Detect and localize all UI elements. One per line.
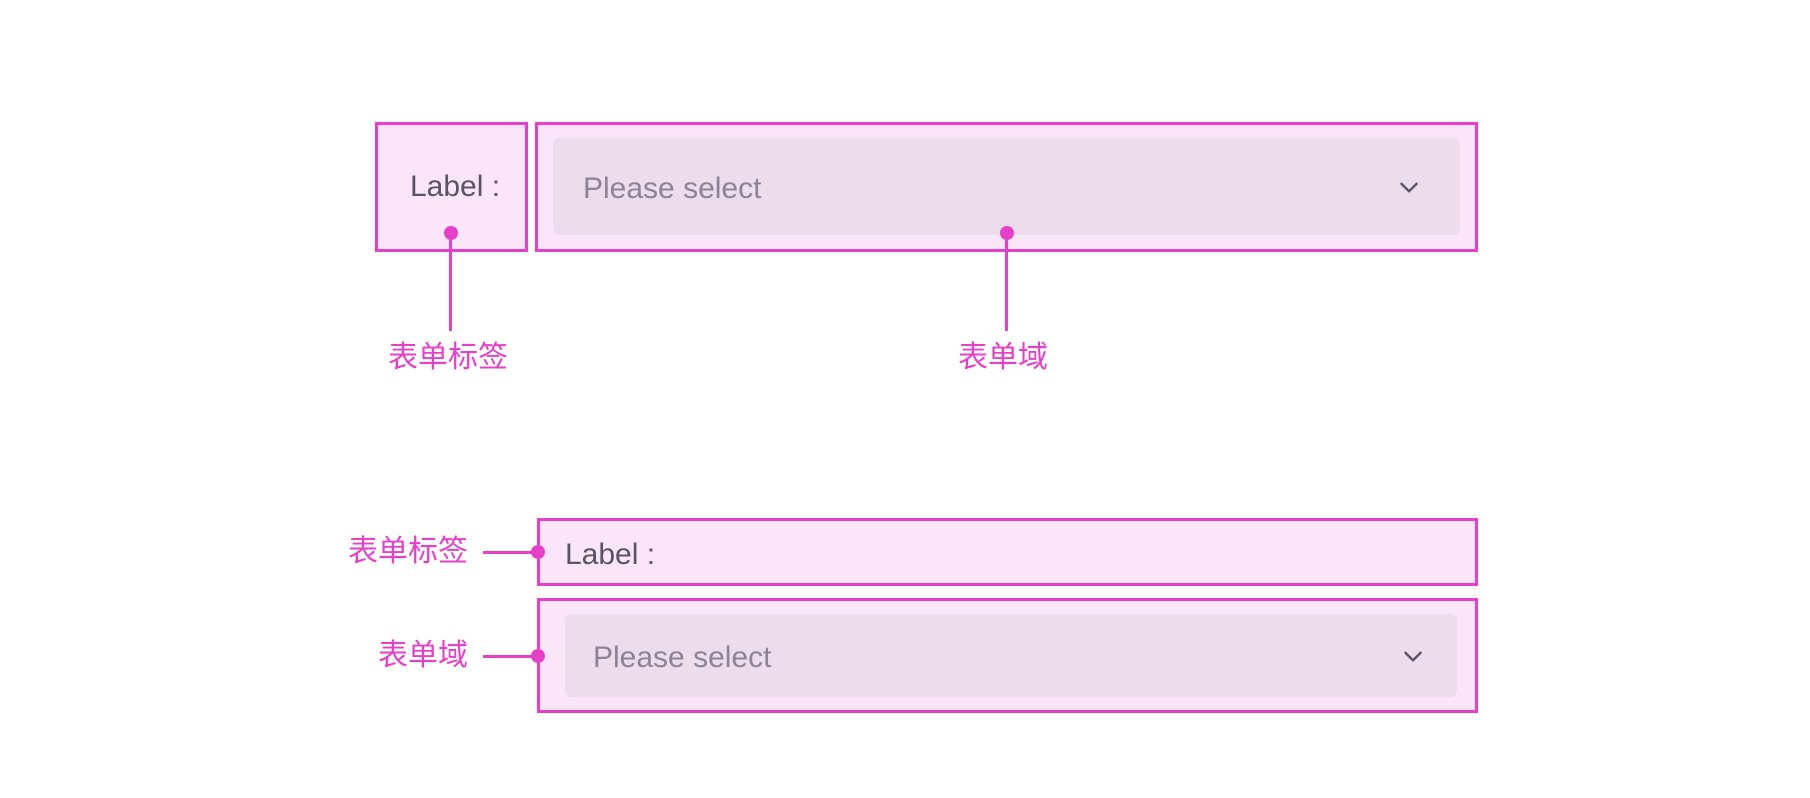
bottom-form-label-text: Label : [565, 538, 656, 571]
chevron-down-icon[interactable] [1400, 643, 1426, 669]
callout-line-bottom-field [483, 655, 535, 658]
callout-label-bottom-form-label: 表单标签 [348, 535, 468, 568]
bottom-select-control[interactable] [565, 614, 1457, 697]
bottom-form-label-box [537, 518, 1478, 586]
callout-dot-bottom-field [531, 649, 545, 663]
top-select-placeholder: Please select [583, 172, 762, 205]
callout-label-top-form-label: 表单标签 [388, 341, 508, 374]
bottom-select-placeholder: Please select [593, 641, 772, 674]
callout-label-top-form-field: 表单域 [958, 341, 1048, 374]
callout-label-bottom-form-field: 表单域 [378, 639, 468, 672]
top-select-control[interactable] [553, 138, 1460, 235]
top-form-label-text: Label : [410, 170, 501, 203]
chevron-down-icon[interactable] [1396, 174, 1422, 200]
callout-line-top-field [1005, 233, 1008, 331]
callout-dot-bottom-label [531, 545, 545, 559]
callout-line-bottom-label [483, 551, 535, 554]
callout-line-top-label [449, 233, 452, 331]
